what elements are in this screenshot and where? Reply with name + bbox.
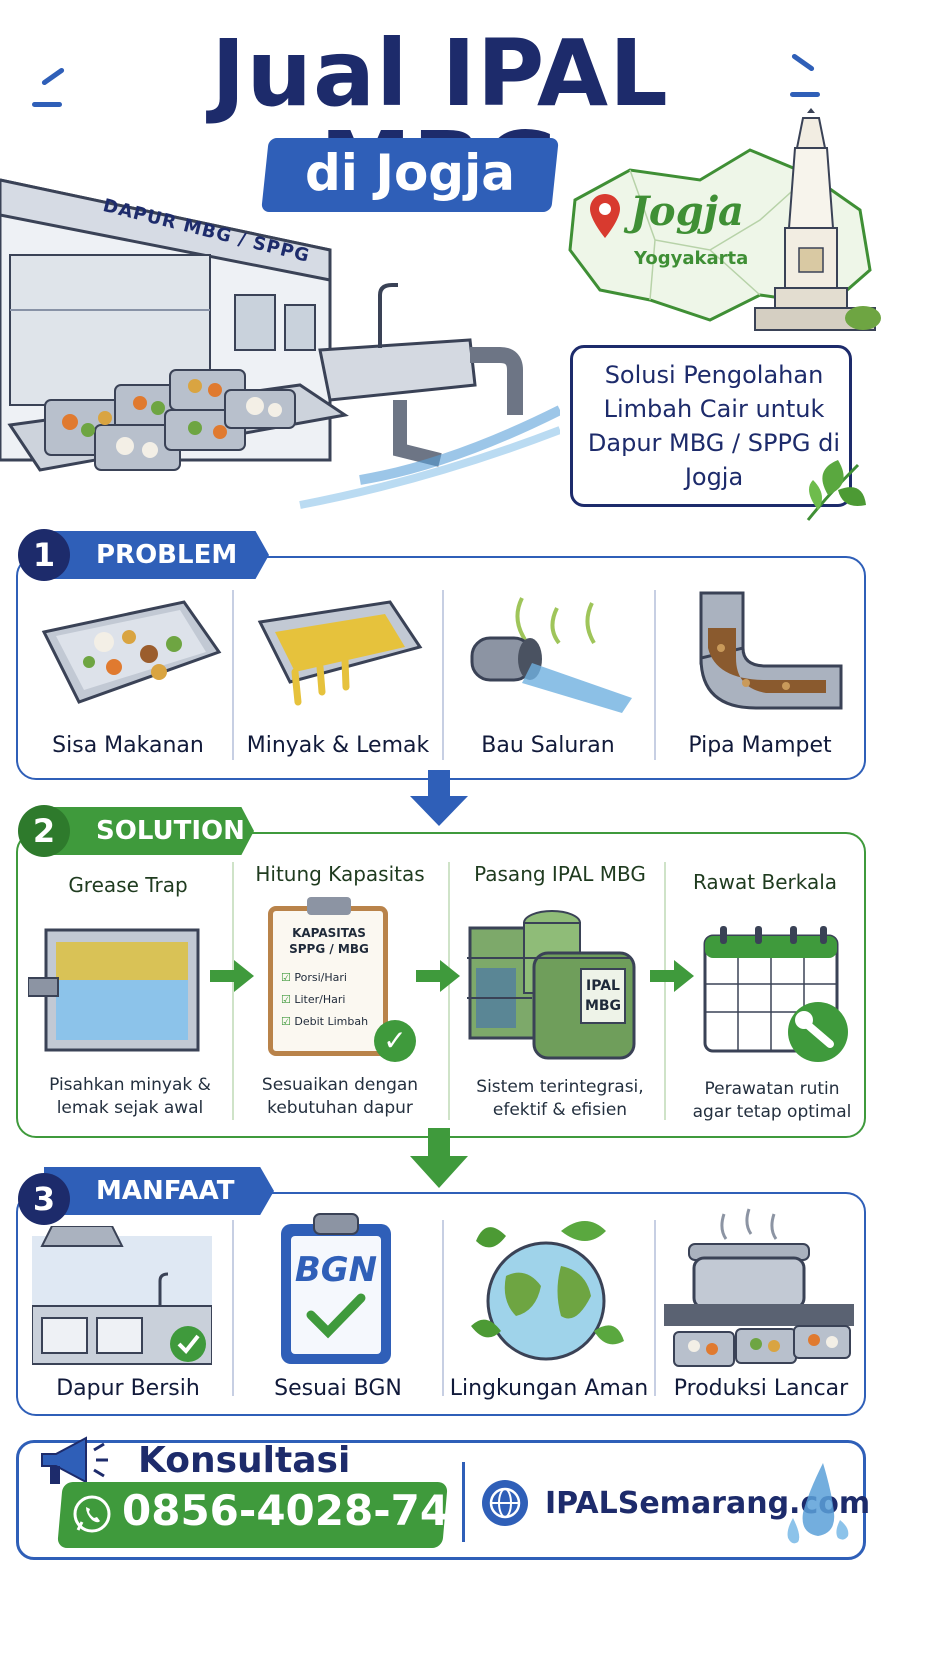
earth-leaves-icon <box>471 1221 624 1361</box>
column-divider <box>448 862 450 1120</box>
calendar-wrench-icon <box>703 926 848 1062</box>
globe-icon <box>482 1480 528 1526</box>
bgn-badge-text: BGN <box>294 1250 378 1290</box>
check-icon: ☑ <box>281 971 291 984</box>
column-divider <box>654 1220 656 1396</box>
column-divider <box>442 1220 444 1396</box>
oil-grease-tray-icon <box>257 600 423 706</box>
manfaat-label: Sesuai BGN <box>274 1376 402 1401</box>
manfaat-label: Lingkungan Aman <box>449 1376 649 1401</box>
tugu-monument-icon <box>754 108 881 331</box>
decor-dash <box>790 52 816 73</box>
check-icon: ☑ <box>281 993 291 1006</box>
decor-dash <box>40 66 66 87</box>
food-waste-tray-icon <box>41 600 222 704</box>
solution-step-label: Hitung Kapasitas <box>255 862 425 886</box>
solution-step-label: Grease Trap <box>68 873 188 897</box>
problem-title: PROBLEM <box>96 540 238 570</box>
clipboard-checklist: ☑ Porsi/Hari ☑ Liter/Hari ☑ Debit Limbah <box>281 967 368 1033</box>
solution-callout-box <box>570 345 852 507</box>
clogged-pipe-icon <box>699 591 843 710</box>
footer-divider <box>462 1462 465 1542</box>
solution-title: SOLUTION <box>96 816 245 846</box>
manfaat-label: Dapur Bersih <box>56 1376 200 1401</box>
column-divider <box>654 590 656 760</box>
column-divider <box>232 862 234 1120</box>
smelly-drain-icon <box>470 597 632 713</box>
solution-number-badge: 2 <box>18 805 70 857</box>
clipboard-title: KAPASITAS SPPG / MBG <box>289 926 369 956</box>
problem-label: Bau Saluran <box>481 733 615 758</box>
solution-ribbon: SOLUTION <box>44 807 254 855</box>
arrow-right-icon <box>210 960 254 992</box>
whatsapp-icon[interactable] <box>72 1494 112 1534</box>
arrow-right-icon <box>650 960 694 992</box>
manfaat-number-badge: 3 <box>18 1173 70 1225</box>
column-divider <box>232 1220 234 1396</box>
solution-step-desc: Pisahkan minyak & lemak sejak awal <box>49 1075 211 1118</box>
column-divider <box>664 862 666 1120</box>
arrow-right-icon <box>416 960 460 992</box>
decor-dash <box>790 92 820 97</box>
manfaat-ribbon: MANFAAT <box>44 1167 274 1215</box>
solution-step-desc: Sesuaikan dengan kebutuhan dapur <box>261 1075 419 1118</box>
manfaat-label: Produksi Lancar <box>673 1376 849 1401</box>
arrow-down-icon <box>410 770 468 826</box>
kitchen-building-illustration <box>0 178 560 509</box>
decor-dash <box>32 102 62 107</box>
cooking-pot-icon <box>664 1208 854 1367</box>
manfaat-title: MANFAAT <box>96 1176 235 1206</box>
checklist-item: Liter/Hari <box>294 993 346 1006</box>
problem-label: Minyak & Lemak <box>246 733 430 758</box>
solution-step-desc: Sistem terintegrasi, efektif & efisien <box>476 1077 644 1120</box>
ipal-tank-label: IPAL MBG <box>580 968 626 1024</box>
location-pin-icon <box>590 194 620 238</box>
problem-ribbon: PROBLEM <box>44 531 269 579</box>
checklist-item: Debit Limbah <box>294 1015 369 1028</box>
clipboard-clip <box>307 897 351 915</box>
checkmark-badge-icon: ✓ <box>374 1020 416 1062</box>
solution-step-desc: Perawatan rutin agar tetap optimal <box>692 1079 852 1122</box>
clean-kitchen-icon <box>32 1226 212 1365</box>
map-title: Jogja <box>630 188 744 235</box>
phone-number[interactable]: 0856-4028-7456 <box>122 1486 508 1535</box>
problem-label: Pipa Mampet <box>688 733 832 758</box>
leaf-icon <box>806 460 866 521</box>
column-divider <box>442 590 444 760</box>
solution-callout-text: Solusi Pengolahan Limbah Cair untuk Dapu… <box>587 361 841 491</box>
solution-step-label: Rawat Berkala <box>692 870 838 894</box>
checklist-item: Porsi/Hari <box>294 971 347 984</box>
map-subtitle: Yogyakarta <box>634 248 749 269</box>
grease-trap-icon <box>28 928 200 1052</box>
problem-number-badge: 1 <box>18 529 70 581</box>
arrow-down-icon <box>410 1128 468 1188</box>
check-icon: ☑ <box>281 1015 291 1028</box>
water-drop-icon <box>787 1463 849 1544</box>
solution-step-label: Pasang IPAL MBG <box>474 862 646 886</box>
consultation-label: Konsultasi <box>138 1440 351 1481</box>
bgn-clipboard-icon <box>281 1213 391 1364</box>
page-subtitle: di Jogja <box>305 144 515 202</box>
clipboard-icon: KAPASITAS SPPG / MBG ☑ Porsi/Hari ☑ Lite… <box>268 897 388 1056</box>
column-divider <box>232 590 234 760</box>
problem-label: Sisa Makanan <box>52 733 204 758</box>
